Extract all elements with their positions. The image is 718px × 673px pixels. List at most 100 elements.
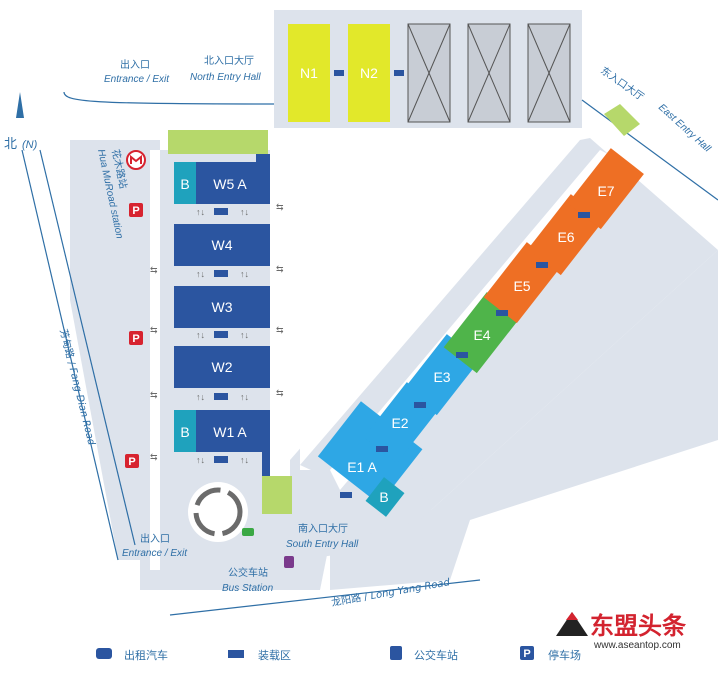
roundabout: [188, 482, 248, 542]
legend-bus-label: 公交车站: [414, 648, 458, 662]
arrow-double: ⇆: [276, 264, 284, 274]
north-hall-en: North Entry Hall: [190, 72, 261, 83]
hall-w4-label: W4: [212, 237, 233, 253]
north-halls: N1 N2: [288, 23, 571, 123]
brand-url: www.aseantop.com: [593, 640, 681, 651]
north-entry-hall[interactable]: [168, 130, 268, 154]
arrow-up-down: ↑↓: [240, 392, 249, 402]
truck-icon: [536, 262, 548, 268]
truck-icon: [228, 650, 244, 658]
legend-taxi: 出租汽车: [96, 648, 168, 662]
bus-icon: [390, 646, 402, 660]
truck-icon: [340, 492, 352, 498]
hall-e2-label: E2: [391, 415, 408, 431]
brand-name: 东盟头条: [590, 612, 687, 640]
brand-watermark: 东盟头条 www.aseantop.com: [556, 612, 687, 651]
hall-e6-label: E6: [557, 229, 574, 245]
compass-en: (N): [22, 139, 38, 151]
north-arrow-icon: [16, 92, 24, 118]
hall-e7[interactable]: [567, 148, 644, 230]
truck-icon: [214, 208, 228, 215]
arrow-double: ⇆: [150, 390, 158, 400]
hall-n1[interactable]: [288, 24, 330, 122]
parking-icon: [129, 331, 143, 345]
legend-loading-label: 装载区: [258, 649, 291, 662]
hall-n1-label: N1: [300, 65, 318, 81]
hall-w5-b-block[interactable]: [174, 162, 196, 204]
road-lines: [21, 91, 718, 616]
hall-n4-reserved: [467, 23, 511, 123]
arrow-up-down: ↑↓: [240, 455, 249, 465]
hall-e3-label: E3: [433, 369, 450, 385]
hall-n3-reserved: [407, 23, 451, 123]
arrow-double: ⇆: [150, 452, 158, 462]
bus-station-cn: 公交车站: [228, 566, 268, 579]
arrow-double: ⇆: [276, 202, 284, 212]
south-hall-cn: 南入口大厅: [298, 522, 348, 535]
hall-w1-b-block[interactable]: [174, 410, 196, 452]
hall-w5-b-label: B: [180, 176, 189, 192]
bus-station-en: Bus Station: [222, 583, 274, 594]
west-halls: B W5 A W4 W3 W2 B W1 A: [174, 154, 270, 476]
hall-w3-label: W3: [212, 299, 233, 315]
north-hall-cn: 北入口大厅: [204, 54, 254, 67]
entrance-bottom-cn: 出入口: [140, 532, 170, 545]
parking-icon: [520, 646, 534, 660]
compass-cn: 北: [4, 137, 17, 152]
truck-icon: [394, 70, 404, 76]
arrow-up-down: ↑↓: [196, 207, 205, 217]
parking-icon: [125, 454, 139, 468]
arrow-up-down: ↑↓: [196, 392, 205, 402]
arrow-up-down: ↑↓: [240, 330, 249, 340]
hall-e1-b-block[interactable]: [365, 477, 405, 517]
hall-e1-b-label: B: [379, 489, 388, 505]
arrow-double: ⇆: [150, 265, 158, 275]
east-entry-hall[interactable]: [604, 104, 640, 136]
hall-w3[interactable]: [174, 286, 270, 328]
arrow-double: ⇆: [150, 325, 158, 335]
truck-icon: [214, 393, 228, 400]
hall-w5-label: W5 A: [213, 176, 247, 192]
arrow-double: ⇆: [276, 388, 284, 398]
parking-letter: P: [132, 205, 139, 217]
hall-w2[interactable]: [174, 346, 270, 388]
arrow-up-down: ↑↓: [196, 269, 205, 279]
south-hall-en: South Entry Hall: [286, 539, 359, 550]
truck-icon: [376, 446, 388, 452]
legend: 出租汽车 装载区 公交车站 P 停车场: [96, 646, 581, 662]
hall-w2-label: W2: [212, 359, 233, 375]
taxi-icon: [96, 648, 112, 659]
legend-bus: 公交车站: [390, 646, 458, 662]
legend-parking: P 停车场: [520, 646, 581, 662]
legend-parking-label: 停车场: [548, 648, 581, 662]
legend-loading: 装载区: [228, 649, 291, 662]
hall-e7-label: E7: [597, 183, 614, 199]
hall-e1-label: E1 A: [347, 459, 377, 475]
arrow-up-down: ↑↓: [196, 330, 205, 340]
parking-letter: P: [128, 456, 135, 468]
truck-icon: [214, 331, 228, 338]
west-loading-zones: [214, 208, 228, 463]
truck-icon: [214, 456, 228, 463]
truck-icon: [578, 212, 590, 218]
truck-icon: [496, 310, 508, 316]
hall-n2[interactable]: [348, 24, 390, 122]
hall-w1-label: W1 A: [213, 424, 247, 440]
east-hall-cn: 东入口大厅: [598, 64, 646, 103]
arrow-up-down: ↑↓: [240, 269, 249, 279]
arrow-double: ⇆: [276, 325, 284, 335]
arrow-up-down: ↑↓: [196, 455, 205, 465]
south-entry-hall[interactable]: [262, 476, 292, 514]
hall-e4-label: E4: [473, 327, 490, 343]
east-loading-zones: [340, 212, 590, 498]
legend-parking-letter: P: [523, 648, 530, 660]
hall-e1[interactable]: [317, 401, 423, 505]
truck-icon: [334, 70, 344, 76]
west-arrows: ↑↓ ↑↓ ↑↓ ↑↓ ↑↓ ↑↓ ↑↓ ↑↓ ↑↓ ↑↓ ⇆ ⇆ ⇆ ⇆ ⇆ …: [150, 202, 284, 465]
entrance-top-cn: 出入口: [120, 58, 150, 71]
east-hall-en: East Entry Hall: [656, 102, 713, 155]
hall-w4[interactable]: [174, 224, 270, 266]
mountain-logo-icon: [556, 612, 588, 636]
legend-taxi-label: 出租汽车: [124, 648, 168, 662]
